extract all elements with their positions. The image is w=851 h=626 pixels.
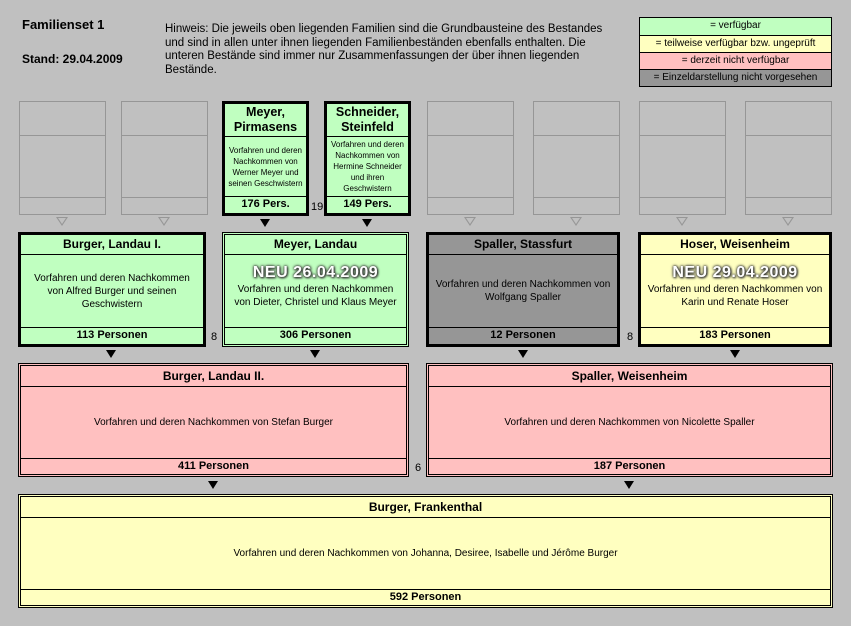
family-description: Vorfahren und deren Nachkommen von Stefa… bbox=[21, 387, 406, 459]
family-title: Meyer, Landau bbox=[225, 235, 406, 255]
family-description: NEU 29.04.2009 Vorfahren und deren Nachk… bbox=[641, 255, 829, 328]
family-description: Vorfahren und deren Nachkommen von Alfre… bbox=[21, 255, 203, 328]
page-title: Familienset 1 bbox=[22, 17, 105, 32]
placeholder-box bbox=[745, 101, 832, 215]
legend-unavailable: = derzeit nicht verfügbar bbox=[640, 52, 831, 69]
arrow-down-outline-icon bbox=[158, 217, 170, 226]
placeholder-box bbox=[121, 101, 208, 215]
new-badge: NEU 26.04.2009 bbox=[252, 263, 379, 281]
arrow-down-icon bbox=[208, 481, 218, 489]
family-title: Spaller, Stassfurt bbox=[429, 235, 617, 255]
family-title: Burger, Landau I. bbox=[21, 235, 203, 255]
family-box-hoser-weisenheim[interactable]: Hoser, Weisenheim NEU 29.04.2009 Vorfahr… bbox=[638, 232, 832, 347]
family-count: 187 Personen bbox=[593, 460, 666, 472]
connector-label: 8 bbox=[211, 331, 218, 343]
arrow-down-outline-icon bbox=[56, 217, 68, 226]
arrow-down-outline-icon bbox=[676, 217, 688, 226]
family-description-text: Vorfahren und deren Nachkommen von Karin… bbox=[647, 283, 823, 308]
arrow-down-outline-icon bbox=[782, 217, 794, 226]
family-box-spaller-weisenheim[interactable]: Spaller, Weisenheim Vorfahren und deren … bbox=[426, 363, 833, 477]
family-count: 411 Personen bbox=[178, 460, 249, 472]
family-count: 12 Personen bbox=[490, 329, 556, 341]
family-description: Vorfahren und deren Nachkommen von Werne… bbox=[225, 137, 306, 197]
family-description: Vorfahren und deren Nachkommen von Wolfg… bbox=[429, 255, 617, 328]
legend-available: = verfügbar bbox=[640, 18, 831, 35]
family-description-text: Vorfahren und deren Nachkommen von Diete… bbox=[234, 283, 397, 308]
family-box-meyer-pirmasens[interactable]: Meyer, Pirmasens Vorfahren und deren Nac… bbox=[222, 101, 309, 216]
family-box-burger-landau-2[interactable]: Burger, Landau II. Vorfahren und deren N… bbox=[18, 363, 409, 477]
placeholder-box bbox=[19, 101, 106, 215]
arrow-down-outline-icon bbox=[570, 217, 582, 226]
placeholder-box bbox=[533, 101, 620, 215]
family-description-text: Vorfahren und deren Nachkommen von Alfre… bbox=[34, 272, 190, 310]
family-description: Vorfahren und deren Nachkommen von Hermi… bbox=[327, 137, 408, 197]
family-box-meyer-landau[interactable]: Meyer, Landau NEU 26.04.2009 Vorfahren u… bbox=[222, 232, 409, 347]
family-title: Meyer, Pirmasens bbox=[225, 104, 306, 137]
placeholder-box bbox=[639, 101, 726, 215]
arrow-down-icon bbox=[310, 350, 320, 358]
family-title: Burger, Frankenthal bbox=[21, 497, 830, 518]
legend-partial: = teilweise verfügbar bzw. ungeprüft bbox=[640, 35, 831, 52]
family-title: Hoser, Weisenheim bbox=[641, 235, 829, 255]
family-count: 306 Personen bbox=[279, 329, 352, 341]
connector-label: 19 bbox=[311, 201, 324, 213]
legend: = verfügbar = teilweise verfügbar bzw. u… bbox=[639, 17, 832, 87]
family-count: 113 Personen bbox=[76, 329, 148, 341]
family-box-burger-landau-1[interactable]: Burger, Landau I. Vorfahren und deren Na… bbox=[18, 232, 206, 347]
family-title: Spaller, Weisenheim bbox=[429, 366, 830, 387]
arrow-down-icon bbox=[362, 219, 372, 227]
stand-date: Stand: 29.04.2009 bbox=[22, 52, 123, 66]
family-count: 176 Pers. bbox=[241, 198, 290, 210]
arrow-down-outline-icon bbox=[464, 217, 476, 226]
arrow-down-icon bbox=[624, 481, 634, 489]
family-description: Vorfahren und deren Nachkommen von Nicol… bbox=[429, 387, 830, 459]
family-box-schneider-steinfeld[interactable]: Schneider, Steinfeld Vorfahren und deren… bbox=[324, 101, 411, 216]
family-box-spaller-stassfurt[interactable]: Spaller, Stassfurt Vorfahren und deren N… bbox=[426, 232, 620, 347]
family-description-text: Vorfahren und deren Nachkommen von Wolfg… bbox=[435, 279, 611, 303]
family-title: Schneider, Steinfeld bbox=[327, 104, 408, 137]
family-count: 183 Personen bbox=[699, 329, 771, 341]
arrow-down-icon bbox=[106, 350, 116, 358]
family-title: Burger, Landau II. bbox=[21, 366, 406, 387]
family-description: Vorfahren und deren Nachkommen von Johan… bbox=[21, 518, 830, 590]
hint-text: Hinweis: Die jeweils oben liegenden Fami… bbox=[165, 23, 603, 76]
placeholder-box bbox=[427, 101, 514, 215]
connector-label: 8 bbox=[627, 331, 634, 343]
family-box-burger-frankenthal[interactable]: Burger, Frankenthal Vorfahren und deren … bbox=[18, 494, 833, 608]
connector-label: 6 bbox=[415, 462, 422, 474]
legend-not-planned: = Einzeldarstellung nicht vorgesehen bbox=[640, 69, 831, 86]
new-badge: NEU 29.04.2009 bbox=[672, 263, 798, 281]
arrow-down-icon bbox=[518, 350, 528, 358]
family-description: NEU 26.04.2009 Vorfahren und deren Nachk… bbox=[225, 255, 406, 328]
family-count: 592 Personen bbox=[389, 591, 462, 603]
arrow-down-icon bbox=[260, 219, 270, 227]
family-count: 149 Pers. bbox=[343, 198, 392, 210]
arrow-down-icon bbox=[730, 350, 740, 358]
